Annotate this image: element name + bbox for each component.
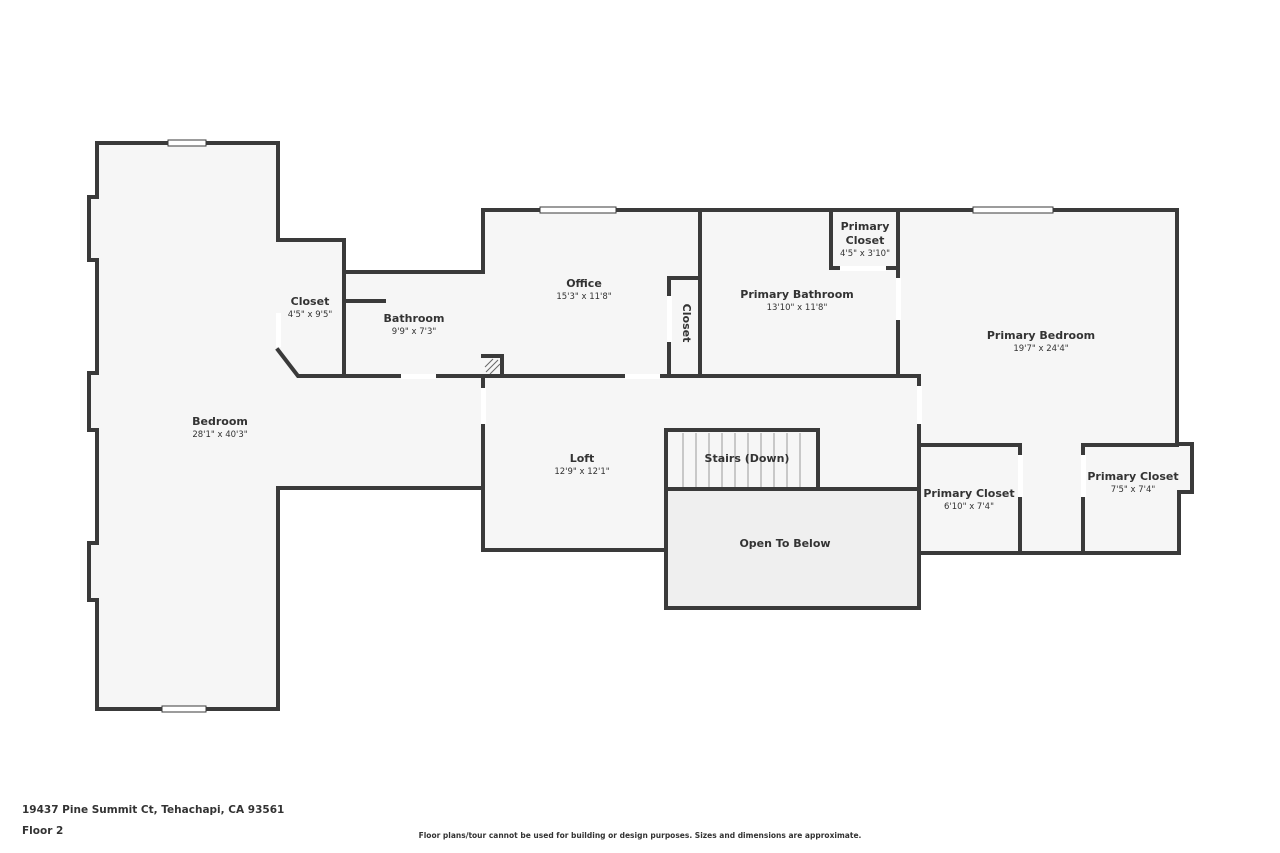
- floor-fills: [89, 143, 1192, 709]
- primary-closet-mid-dim: 6'10" x 7'4": [944, 502, 994, 512]
- window: [972, 206, 1054, 214]
- doorway: [917, 386, 922, 424]
- doorway: [481, 388, 486, 424]
- closet-office-name: Closet: [680, 304, 693, 343]
- primary-bathroom-name: Primary Bathroom: [740, 288, 853, 301]
- primary-bathroom-dim: 13'10" x 11'8": [767, 303, 828, 313]
- room-labels: Bedroom 28'1" x 40'3" Closet 4'5" x 9'5"…: [192, 220, 1178, 550]
- disclaimer: Floor plans/tour cannot be used for buil…: [418, 831, 862, 840]
- primary-closet-small-name-1: Primary: [841, 220, 890, 233]
- doorway: [625, 374, 660, 379]
- office-dim: 15'3" x 11'8": [556, 292, 611, 302]
- stairs-name: Stairs (Down): [705, 452, 790, 465]
- window: [161, 705, 207, 713]
- doorway: [276, 313, 281, 347]
- doorway: [401, 374, 436, 379]
- open-to-below-name: Open To Below: [739, 537, 830, 550]
- window: [539, 206, 617, 214]
- bathroom-dim: 9'9" x 7'3": [392, 327, 437, 337]
- bedroom-floor: [89, 143, 1192, 709]
- doorway: [840, 266, 886, 271]
- doorway: [1081, 455, 1086, 497]
- primary-closet-small-dim: 4'5" x 3'10": [840, 249, 890, 259]
- closet-left-name: Closet: [291, 295, 330, 308]
- doorway: [896, 278, 901, 320]
- open-to-below-area: [667, 489, 919, 608]
- bedroom-dim: 28'1" x 40'3": [192, 430, 247, 440]
- primary-closet-right-dim: 7'5" x 7'4": [1111, 485, 1156, 495]
- doorway: [667, 296, 672, 342]
- windows: [161, 139, 1054, 713]
- door-openings: [276, 266, 1086, 497]
- bedroom-name: Bedroom: [192, 415, 248, 428]
- walls: [87, 141, 1194, 711]
- floor-label: Floor 2: [22, 825, 64, 837]
- chimney-hatch: [484, 358, 501, 375]
- stair-treads: [682, 433, 801, 487]
- window: [167, 139, 207, 147]
- primary-closet-small-name-2: Closet: [846, 234, 885, 247]
- office-name: Office: [566, 277, 602, 290]
- primary-closet-right-name: Primary Closet: [1087, 470, 1178, 483]
- doorway: [1018, 455, 1023, 497]
- closet-left-dim: 4'5" x 9'5": [288, 310, 333, 320]
- bathroom-name: Bathroom: [384, 312, 445, 325]
- loft-name: Loft: [570, 452, 595, 465]
- primary-bedroom-dim: 19'7" x 24'4": [1013, 344, 1068, 354]
- primary-closet-mid-name: Primary Closet: [923, 487, 1014, 500]
- property-address: 19437 Pine Summit Ct, Tehachapi, CA 9356…: [22, 804, 285, 816]
- primary-bedroom-name: Primary Bedroom: [987, 329, 1095, 342]
- loft-dim: 12'9" x 12'1": [554, 467, 609, 477]
